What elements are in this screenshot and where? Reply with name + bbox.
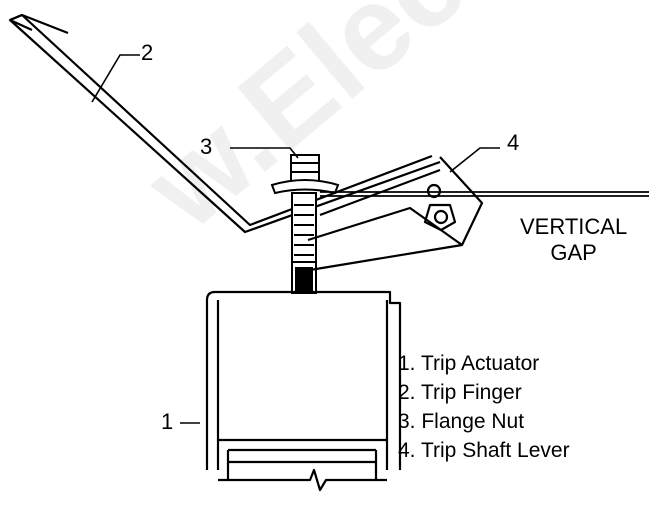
vertical-gap-label-line1: VERTICAL: [520, 214, 628, 239]
vertical-gap-lines: [320, 191, 649, 197]
legend: 1. Trip Actuator 2. Trip Finger 3. Flang…: [398, 349, 570, 465]
vertical-gap-label: VERTICAL GAP: [520, 214, 627, 266]
legend-item-2: 2. Trip Finger: [398, 381, 522, 404]
trip-shaft-lever: [307, 156, 484, 272]
trip-finger: [8, 13, 441, 234]
trip-actuator: [205, 290, 402, 492]
callout-2: 2: [141, 40, 154, 65]
leader-lines: [91, 54, 500, 424]
callout-3: 3: [200, 134, 213, 159]
vertical-gap-label-line2: GAP: [550, 240, 597, 265]
legend-item-3: 3. Flange Nut: [398, 410, 525, 433]
callout-4: 4: [507, 130, 520, 155]
flange-nut: [270, 154, 340, 294]
callout-1: 1: [161, 409, 174, 434]
legend-item-4: 4. Trip Shaft Lever: [398, 439, 570, 462]
legend-item-1: 1. Trip Actuator: [398, 352, 540, 375]
